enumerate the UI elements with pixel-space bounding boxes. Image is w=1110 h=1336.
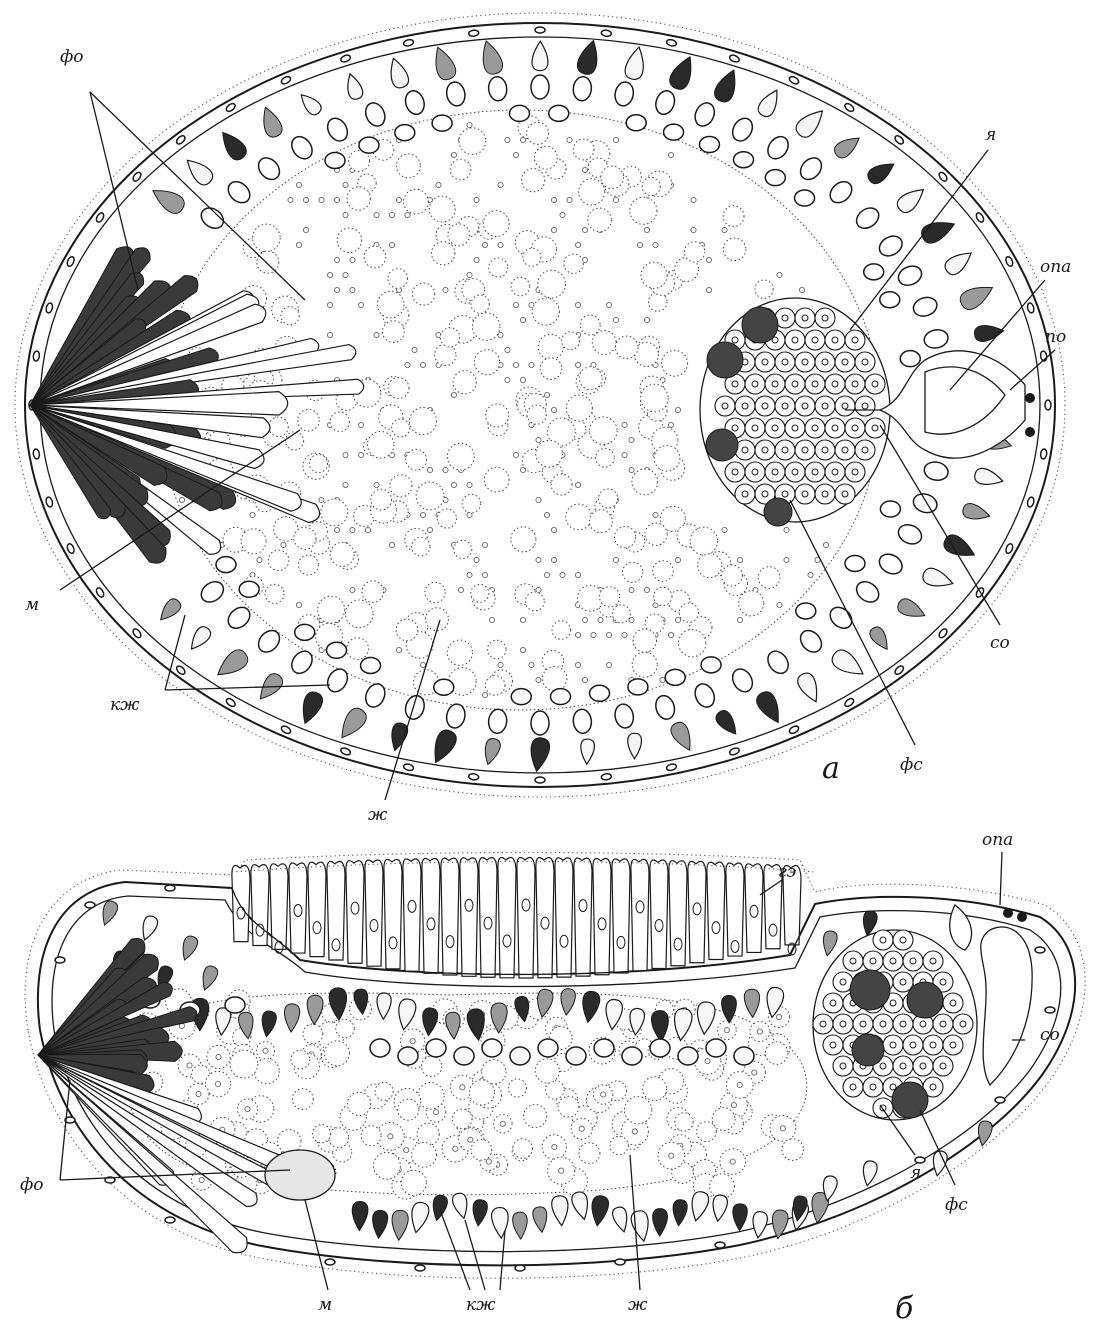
panel-a-label-opa: опа [1040, 257, 1071, 277]
panel-b-label-fo: фо [20, 1175, 44, 1195]
panel-a-label-m: м [25, 595, 39, 615]
panel-a-label-fo: фо [60, 47, 84, 67]
panel-b-label-zh: ж [628, 1295, 648, 1315]
panel-b-gonad [813, 930, 977, 1120]
panel-b-mouth [265, 1150, 335, 1200]
panel-b-label-m: м [318, 1295, 332, 1315]
panel-b-label-ge: гэ [778, 862, 796, 882]
panel-a-label-so: со [990, 633, 1010, 653]
panel-a-label-po: по [1045, 327, 1066, 347]
panel-b-body-section: гэ опа со фс я фо м кж ж б [20, 830, 1085, 1326]
panel-b-glandular-epithelium [232, 858, 815, 978]
panel-b-label-so: со [1040, 1025, 1060, 1045]
panel-a-label-zh: ж [368, 805, 388, 825]
panel-a-label-ya: я [985, 125, 996, 145]
panel-b-label-ya: я [910, 1163, 921, 1183]
panel-a-label-fs: фс [900, 755, 923, 775]
panel-a-letter: а [822, 751, 840, 786]
panel-b-letter: б [895, 1291, 914, 1326]
panel-b-label-kzh: кж [466, 1295, 496, 1315]
panel-a-label-kzh: кж [110, 695, 140, 715]
panel-b-label-opa: опа [982, 830, 1013, 850]
panel-a-body-section: фо м кж ж я опа по со фс а [15, 13, 1071, 825]
panel-b-label-fs: фс [945, 1195, 968, 1215]
